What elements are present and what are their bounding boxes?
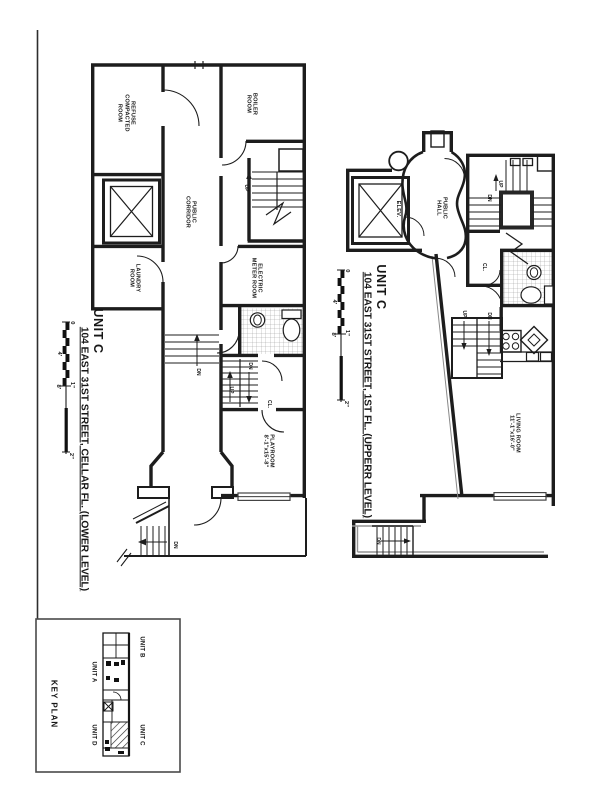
ff-column (388, 150, 409, 172)
cellar-building-stair (246, 148, 304, 226)
ff-living-window (493, 492, 547, 501)
cellar-plan-subtitle: 104 EAST 31ST STREET, CELLAR FL. (LOWER … (78, 326, 90, 592)
cellar-scale-1in: 1" (69, 381, 76, 389)
room-label-elevator: ELEV. (395, 200, 402, 218)
ff-stair-up-label: UP (496, 180, 503, 188)
ff-diagonal-wall-inner (431, 255, 459, 500)
cellar-playroom-window (237, 492, 291, 502)
sink (526, 264, 542, 281)
room-label-public-hall: PUBLIC HALL (435, 196, 448, 220)
ff-scale-1in: 1" (344, 329, 351, 337)
cellar-scale-4ft: 4' (56, 351, 63, 357)
key-plan-unit-c-highlight (110, 721, 130, 749)
cellar-corridor-dn-label: DN (194, 368, 201, 376)
cellar-unit-up-label: UP (227, 386, 234, 394)
key-plan-box (35, 618, 181, 773)
room-label-living-room: LIVING ROOM 11'-1"x16'-0" (508, 413, 521, 453)
cellar-unit-stair (222, 359, 258, 407)
cellar-bathroom-fixtures (249, 309, 302, 342)
up-arrow (246, 172, 252, 179)
key-plan-fixtures (105, 660, 125, 754)
cellar-exterior-stair-treads (140, 526, 166, 555)
ff-bathroom-fixtures (520, 264, 554, 305)
ff-chimney-notch (430, 130, 445, 148)
ff-exterior-dn-label: DN (374, 537, 381, 545)
ff-scale-8ft: 8' (330, 332, 337, 338)
dn-arrow (194, 334, 200, 341)
cellar-corridor-stair (165, 334, 219, 366)
cellar-scale-2in: 2" (68, 452, 75, 460)
ff-vent (522, 157, 534, 167)
under-counter-unit (539, 351, 553, 362)
under-counter-unit (525, 351, 540, 362)
dn-arrow (486, 349, 492, 356)
ff-scale-0: 0 (344, 269, 351, 273)
up-arrow (227, 371, 233, 378)
ff-closet-label: CL. (480, 262, 487, 272)
key-plan-unit-b-label: UNIT B (138, 636, 145, 658)
room-label-playroom: PLAYROOM 8'-1"x15'-8" (262, 434, 275, 468)
ff-terrace-stair (372, 525, 414, 556)
sink (249, 312, 266, 328)
cellar-stair-closet (278, 148, 304, 172)
room-label-public-corridor: PUBLIC CORRIDOR (184, 195, 197, 229)
cellar-door-arcs (136, 89, 285, 526)
dn-arrow (138, 538, 146, 546)
ff-building-stair (469, 155, 554, 265)
cellar-scale-bar (61, 321, 71, 454)
room-label-electric-meter: ELECTRIC METER ROOM (250, 257, 263, 299)
up-arrow (461, 343, 467, 350)
ff-kitchen (499, 325, 553, 363)
cellar-plan-drawing (91, 61, 307, 567)
cellar-closet-label: CL. (265, 399, 272, 409)
toilet-tank (543, 285, 554, 305)
ff-unit-up-label: UP (460, 310, 467, 318)
room-label-boiler: BOILER ROOM (245, 92, 258, 116)
break-mark (116, 548, 132, 567)
ff-stair-dn-label: DN (485, 194, 492, 202)
ff-vent (509, 157, 521, 167)
first-floor-plan-title: UNIT C (374, 264, 388, 310)
ff-terrace-parapet (352, 525, 544, 553)
cellar-stair-up-label: UP (242, 184, 249, 192)
cellar-unit-dn-label: DN (246, 362, 253, 370)
room-label-laundry: LAUNDRY ROOM (128, 263, 141, 293)
ff-walls (346, 131, 555, 558)
toilet-tank (281, 309, 302, 320)
ff-scale-4ft: 4' (331, 299, 338, 305)
key-plan-unit-a-label: UNIT A (90, 661, 97, 683)
key-plan-drawing (35, 618, 181, 773)
ff-elevator-shaft (351, 176, 410, 245)
first-floor-plan-subtitle: 104 EAST 31ST STREET, 1ST FL. (UPPERR LE… (361, 271, 373, 519)
kitchen-sink (519, 325, 549, 355)
first-floor-scale-bar (336, 269, 346, 402)
ff-unit-stair (451, 317, 503, 379)
cellar-ground-line (124, 498, 307, 557)
cellar-scale-8ft: 8' (55, 384, 62, 390)
toilet-bowl (520, 286, 542, 304)
room-label-refuse: REFUSE COMPACTED ROOM (116, 94, 136, 132)
key-plan-unit-d-label: UNIT D (90, 724, 97, 746)
ff-scale-2in: 2" (343, 400, 350, 408)
cellar-scale-0: 0 (69, 321, 76, 325)
key-plan-title: KEY PLAN (49, 679, 59, 729)
cellar-elevator-shaft (102, 178, 161, 245)
key-plan-elevator (103, 701, 114, 712)
ff-unit-dn-label: DN (485, 312, 492, 320)
toilet-bowl (282, 318, 301, 342)
key-plan-unit-c-label: UNIT C (138, 724, 145, 746)
first-floor-plan-drawing (346, 130, 555, 558)
dn-arrow (246, 396, 252, 403)
cellar-plan-title: UNIT C (91, 308, 105, 354)
up-arrow (493, 174, 499, 181)
cellar-entry (116, 486, 307, 567)
ff-window-box (536, 155, 554, 172)
cellar-wall-joint (194, 61, 204, 69)
cellar-exterior-dn-label: DN (171, 541, 178, 549)
ff-hall-door-arcs (404, 158, 503, 308)
dn-arrow (404, 538, 411, 544)
